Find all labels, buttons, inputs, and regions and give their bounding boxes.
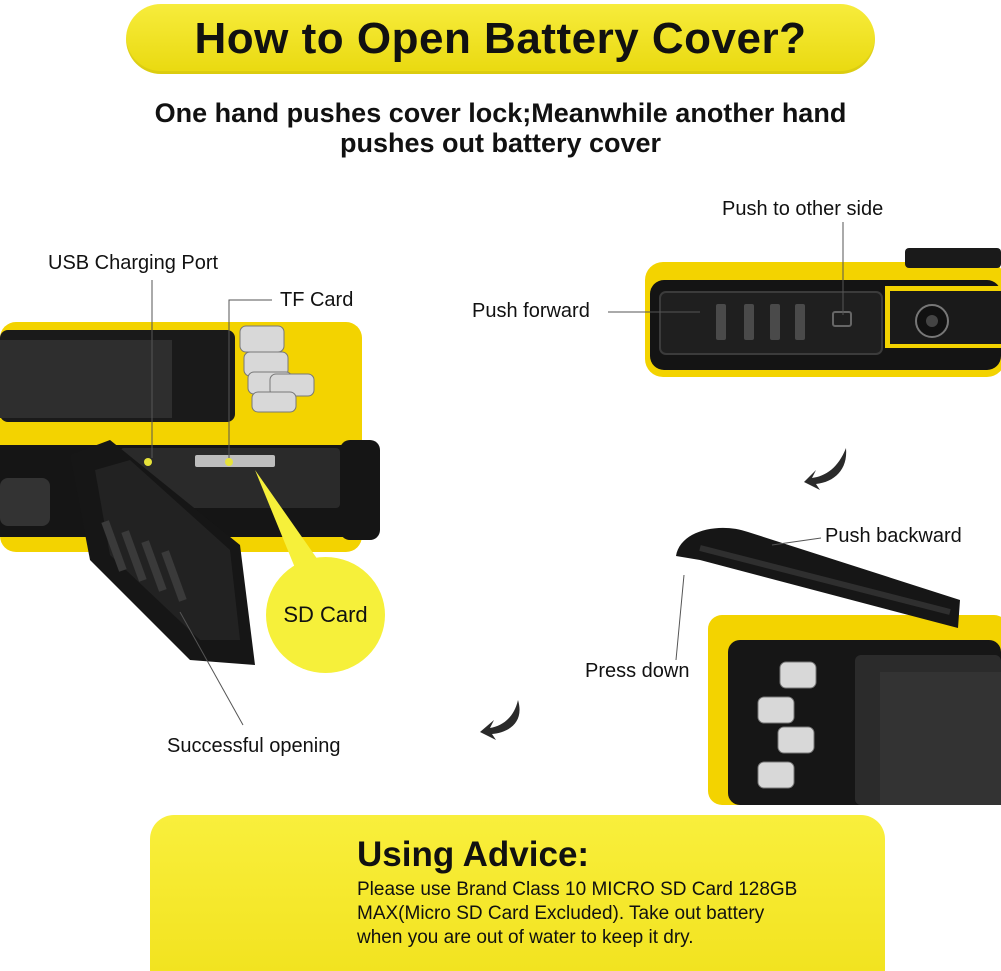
using-advice-panel: Using Advice: Please use Brand Class 10 … bbox=[150, 815, 885, 971]
page-title: How to Open Battery Cover? bbox=[194, 14, 807, 63]
bottom-right-leader-lines bbox=[675, 537, 822, 661]
press-down-label: Press down bbox=[585, 660, 690, 682]
title-banner: How to Open Battery Cover? bbox=[126, 4, 875, 74]
usb-charging-port-label: USB Charging Port bbox=[48, 252, 219, 274]
subtitle-line-1: One hand pushes cover lock;Meanwhile ano… bbox=[154, 98, 847, 128]
instruction-subtitle: One hand pushes cover lock;Meanwhile ano… bbox=[90, 98, 911, 158]
advice-title: Using Advice: bbox=[357, 835, 590, 874]
sd-card-callout: SD Card bbox=[266, 557, 385, 673]
top-right-camera-image bbox=[645, 248, 1001, 377]
advice-line-3: when you are out of water to keep it dry… bbox=[357, 927, 694, 948]
bottom-right-camera-image bbox=[676, 527, 1001, 805]
curved-arrow-icon bbox=[804, 448, 847, 490]
push-backward-label: Push backward bbox=[825, 525, 962, 547]
successful-opening-label: Successful opening bbox=[167, 735, 341, 757]
advice-line-2: MAX(Micro SD Card Excluded). Take out ba… bbox=[357, 903, 765, 924]
push-forward-label: Push forward bbox=[472, 300, 590, 322]
advice-line-1: Please use Brand Class 10 MICRO SD Card … bbox=[357, 879, 798, 900]
left-leader-lines bbox=[151, 280, 272, 726]
top-right-leader-lines bbox=[608, 222, 844, 315]
tf-card-label: TF Card bbox=[280, 289, 354, 311]
subtitle-line-2: pushes out battery cover bbox=[339, 128, 662, 158]
curved-arrow-icon bbox=[480, 700, 520, 740]
left-camera-image bbox=[0, 322, 380, 665]
push-to-other-side-label: Push to other side bbox=[722, 198, 884, 220]
sd-card-label: SD Card bbox=[283, 602, 368, 627]
advice-text: Please use Brand Class 10 MICRO SD Card … bbox=[357, 878, 857, 950]
